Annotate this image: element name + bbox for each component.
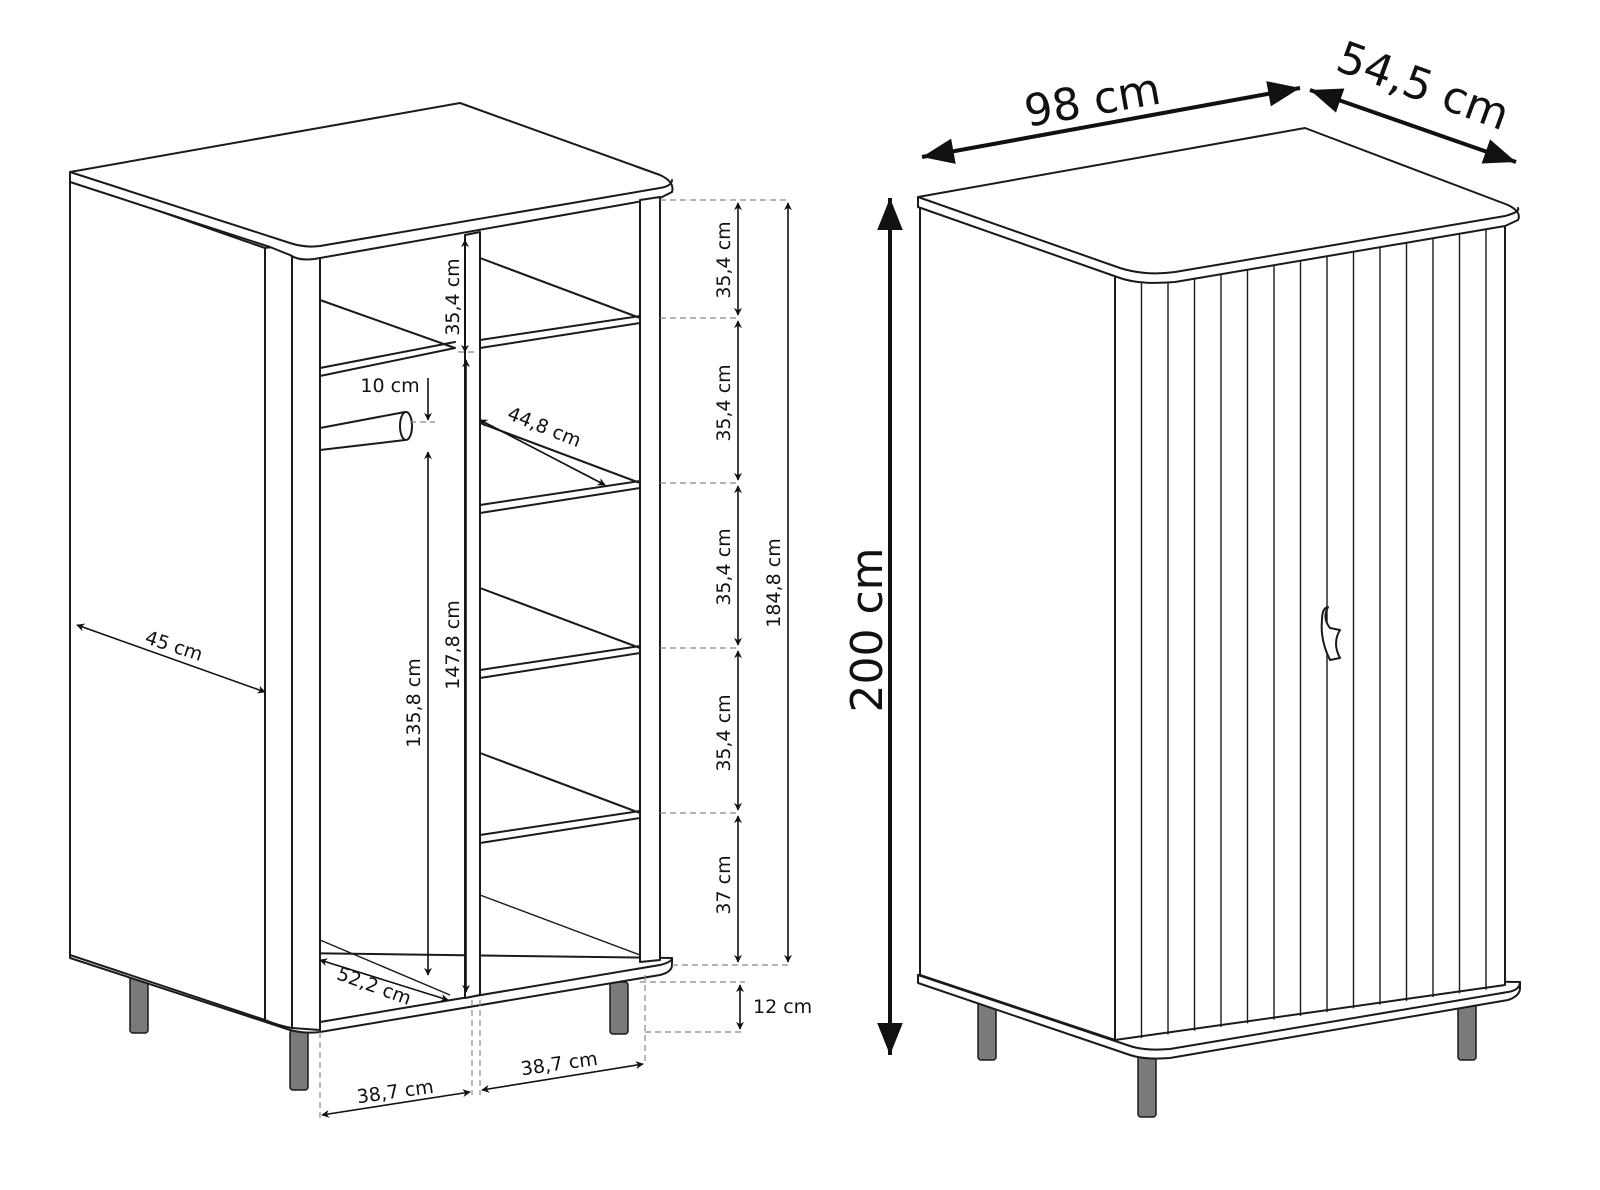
dim-label-bottom-shelf: 37 cm (713, 855, 735, 914)
dim-label-hanging-height: 135,8 cm (403, 658, 425, 747)
shelf (479, 257, 641, 349)
closed-wardrobe-drawing (917, 127, 1521, 1118)
dim-label-total-inner-height: 184,8 cm (763, 538, 785, 627)
dim-label-shelf-3: 35,4 cm (713, 528, 735, 605)
door-handle (1320, 606, 1341, 661)
dim-label-height: 200 cm (842, 547, 893, 712)
shelf (479, 752, 641, 844)
dim-label-shelf-depth: 44,8 cm (504, 403, 584, 452)
right-side-panel (639, 196, 661, 963)
dim-label-leg-height: 12 cm (753, 996, 812, 1018)
dim-label-rail-gap: 10 cm (360, 375, 419, 397)
open-wardrobe-drawing (69, 102, 674, 1091)
dim-label-shelf-2: 35,4 cm (713, 364, 735, 441)
left-front-edge (264, 246, 293, 1029)
dim-label-shelf-4: 35,4 cm (713, 694, 735, 771)
left-side-panel (69, 179, 266, 1021)
leg (609, 981, 629, 1035)
dim-label-shelf-1: 35,4 cm (713, 221, 735, 298)
shelf (479, 587, 641, 679)
leg (289, 1029, 309, 1091)
dim-label-top-compartment: 35,4 cm (442, 258, 464, 335)
dim-label-width-right: 38,7 cm (519, 1048, 599, 1081)
dim-label-depth: 54,5 cm (1330, 32, 1516, 141)
leg (1137, 1054, 1157, 1118)
shelf (479, 422, 641, 514)
center-divider (464, 231, 481, 999)
hanging-rail (319, 411, 413, 451)
top-panel (917, 127, 1520, 284)
leg (129, 974, 149, 1034)
hat-shelf (319, 299, 456, 377)
door-front (1114, 217, 1506, 1041)
bottom-back-edge (479, 894, 641, 956)
left-dimensions (76, 199, 792, 1118)
side-panel (919, 204, 1116, 1041)
dim-label-divider-height: 147,8 cm (442, 600, 464, 689)
